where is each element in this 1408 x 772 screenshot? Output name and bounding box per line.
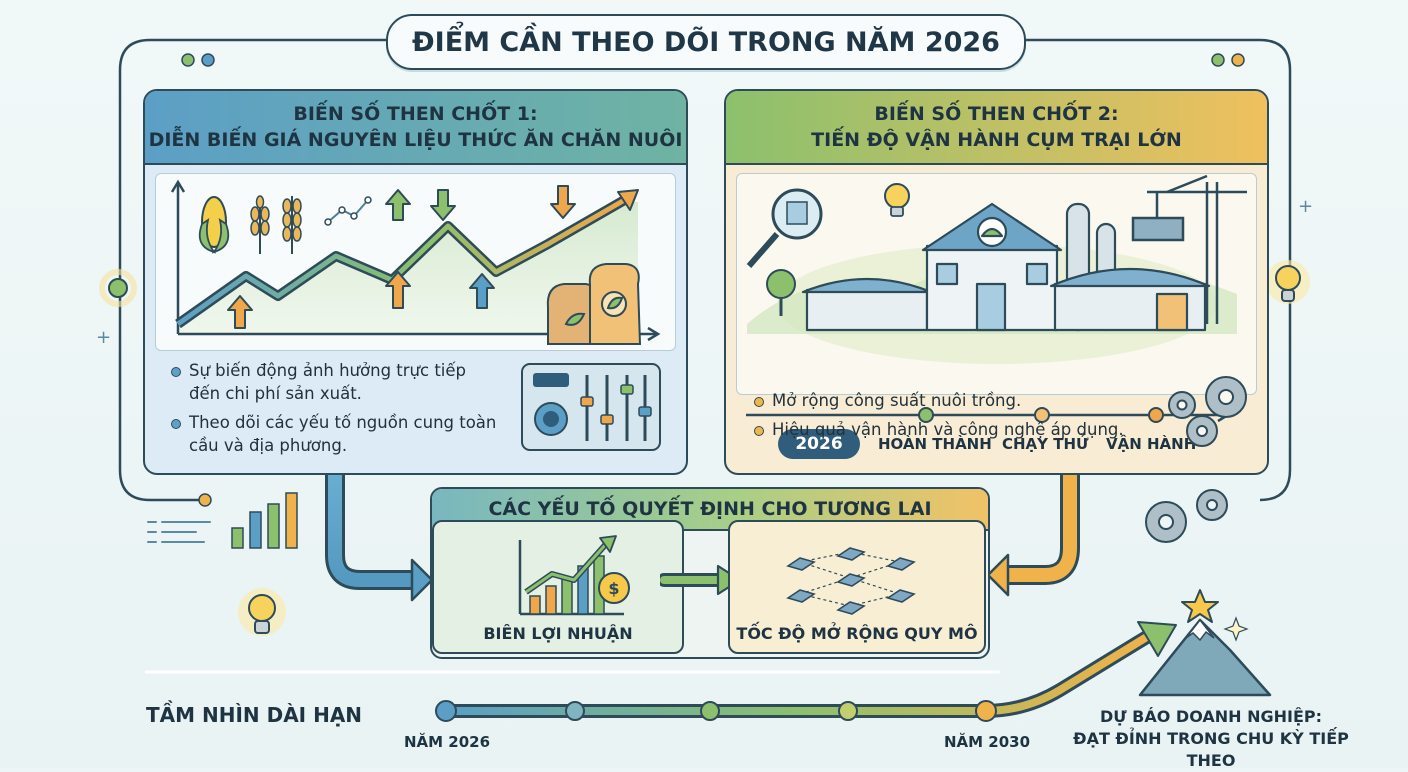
timeline-label-trial-run: CHẠY THỬ — [1002, 435, 1089, 453]
lightbulb-icon-right — [1266, 260, 1310, 304]
arrow-up-icon — [227, 189, 495, 329]
key-variable-1-heading-line2: DIỄN BIẾN GIÁ NGUYÊN LIỆU THỨC ĂN CHĂN N… — [148, 129, 683, 151]
key-variable-2-heading-line1: BIẾN SỐ THEN CHỐT 2: — [874, 103, 1119, 125]
mixer-sliders-icon — [521, 363, 661, 451]
bullet-item: Sự biến động ảnh hưởng trực tiếp đến chi… — [169, 359, 499, 405]
deco-bar-chart — [231, 492, 298, 549]
bullet-item: Mở rộng công suất nuôi trồng. — [752, 389, 1152, 412]
farm-cluster-illustration — [736, 173, 1257, 395]
key-variable-1-panel: BIẾN SỐ THEN CHỐT 1: DIỄN BIẾN GIÁ NGUYÊ… — [143, 89, 688, 475]
page-title: ĐIỂM CẦN THEO DÕI TRONG NĂM 2026 — [386, 14, 1026, 70]
forecast-text: DỰ BÁO DOANH NGHIỆP: ĐẠT ĐỈNH TRONG CHU … — [1050, 706, 1372, 772]
long-term-vision-title: TẦM NHÌN DÀI HẠN — [146, 703, 363, 727]
timeline-start-year: NĂM 2026 — [404, 733, 491, 751]
wheat-icon — [250, 195, 302, 254]
forecast-line1: DỰ BÁO DOANH NGHIỆP: — [1099, 707, 1323, 726]
svg-text:+: + — [1298, 196, 1313, 217]
feed-sacks-icon — [546, 263, 642, 345]
mountain-peak-icon — [1138, 589, 1272, 697]
farm-buildings-icon — [801, 202, 1211, 332]
key-variable-1-heading-line1: BIẾN SỐ THEN CHỐT 1: — [293, 103, 538, 125]
key-variable-2-panel: BIẾN SỐ THEN CHỐT 2: TIẾN ĐỘ VẬN HÀNH CỤ… — [724, 89, 1269, 475]
timeline-label-complete: HOÀN THÀNH — [878, 435, 992, 453]
timeline-label-operation: VẬN HÀNH — [1106, 435, 1197, 453]
key-variable-2-bullets: Mở rộng công suất nuôi trồng. Hiệu quả v… — [752, 389, 1152, 447]
year-badge: 2026 — [778, 429, 860, 459]
profit-margin-label: BIÊN LỢI NHUẬN — [483, 624, 633, 643]
lightbulb-icon — [884, 183, 910, 217]
gears-icon — [1168, 376, 1247, 447]
mini-trend-icon — [327, 199, 369, 223]
magnifier-icon — [746, 188, 823, 268]
scale-expansion-card: TỐC ĐỘ MỞ RỘNG QUY MÔ — [728, 520, 986, 654]
key-variable-1-heading: BIẾN SỐ THEN CHỐT 1: DIỄN BIẾN GIÁ NGUYÊ… — [145, 91, 686, 165]
lightbulb-icon-left — [238, 588, 286, 636]
bullet-item: Hiệu quả vận hành và công nghệ áp dụng. — [752, 418, 1152, 441]
key-variable-2-heading: BIẾN SỐ THEN CHỐT 2: TIẾN ĐỘ VẬN HÀNH CỤ… — [726, 91, 1267, 165]
tree-icon — [766, 269, 796, 316]
svg-text:+: + — [96, 327, 111, 348]
scale-expansion-label: TỐC ĐỘ MỞ RỘNG QUY MÔ — [736, 624, 978, 643]
feed-price-illustration — [155, 173, 676, 351]
corn-icon — [198, 196, 230, 254]
profit-margin-card: $ BIÊN LỢI NHUẬN — [432, 520, 684, 654]
timeline-end-year: NĂM 2030 — [944, 733, 1031, 751]
future-factors-heading-text: CÁC YẾU TỐ QUYẾT ĐỊNH CHO TƯƠNG LAI — [488, 498, 932, 520]
arrow-down-icon — [430, 185, 576, 221]
svg-text:$: $ — [608, 579, 619, 598]
profit-growth-chart-icon: $ — [518, 535, 630, 616]
bullet-item: Theo dõi các yếu tố nguồn cung toàn cầu … — [169, 411, 499, 457]
gears-icon — [1145, 489, 1228, 543]
farm-network-icon — [786, 547, 916, 615]
timeline-axis — [746, 407, 1231, 423]
crane-icon — [1131, 174, 1247, 324]
key-variable-2-heading-line2: TIẾN ĐỘ VẬN HÀNH CỤM TRẠI LỚN — [811, 129, 1182, 151]
progress-timeline — [737, 174, 1256, 394]
forecast-line2: ĐẠT ĐỈNH TRONG CHU KỲ TIẾP THEO — [1073, 729, 1349, 770]
key-variable-1-bullets: Sự biến động ảnh hưởng trực tiếp đến chi… — [169, 359, 499, 463]
